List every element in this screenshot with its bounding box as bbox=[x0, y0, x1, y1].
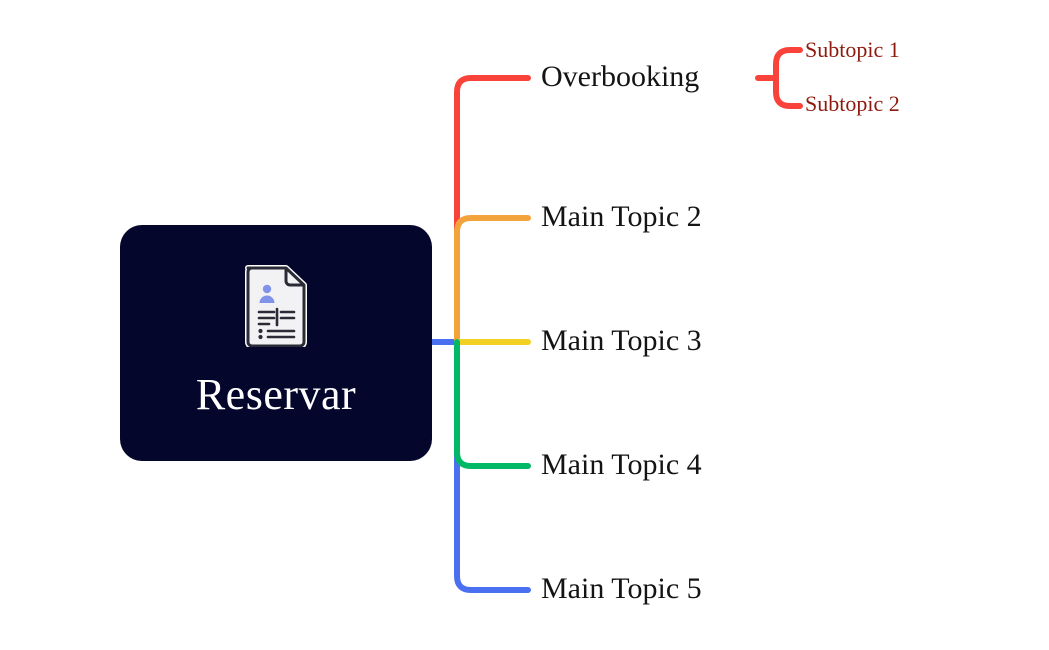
central-node-title: Reservar bbox=[195, 370, 357, 419]
branch-line-main-topic-2 bbox=[454, 215, 531, 345]
trunk-blue bbox=[429, 339, 531, 593]
subtopic-label-2[interactable]: Subtopic 2 bbox=[805, 91, 900, 116]
subtopic-label-1[interactable]: Subtopic 1 bbox=[805, 37, 900, 62]
resume-document-icon bbox=[243, 263, 309, 349]
topic-label-overbooking[interactable]: Overbooking bbox=[541, 60, 700, 93]
subtopic-connector-bracket bbox=[773, 47, 803, 109]
topic-label-main-topic-2[interactable]: Main Topic 2 bbox=[541, 200, 702, 233]
topic-label-main-topic-4[interactable]: Main Topic 4 bbox=[541, 448, 702, 481]
topic-label-main-topic-5[interactable]: Main Topic 5 bbox=[541, 572, 702, 605]
central-node[interactable]: Reservar bbox=[120, 225, 432, 461]
branch-line-overbooking bbox=[454, 75, 531, 345]
topic-label-main-topic-3[interactable]: Main Topic 3 bbox=[541, 324, 702, 357]
branch-line-main-topic-4 bbox=[454, 339, 531, 469]
